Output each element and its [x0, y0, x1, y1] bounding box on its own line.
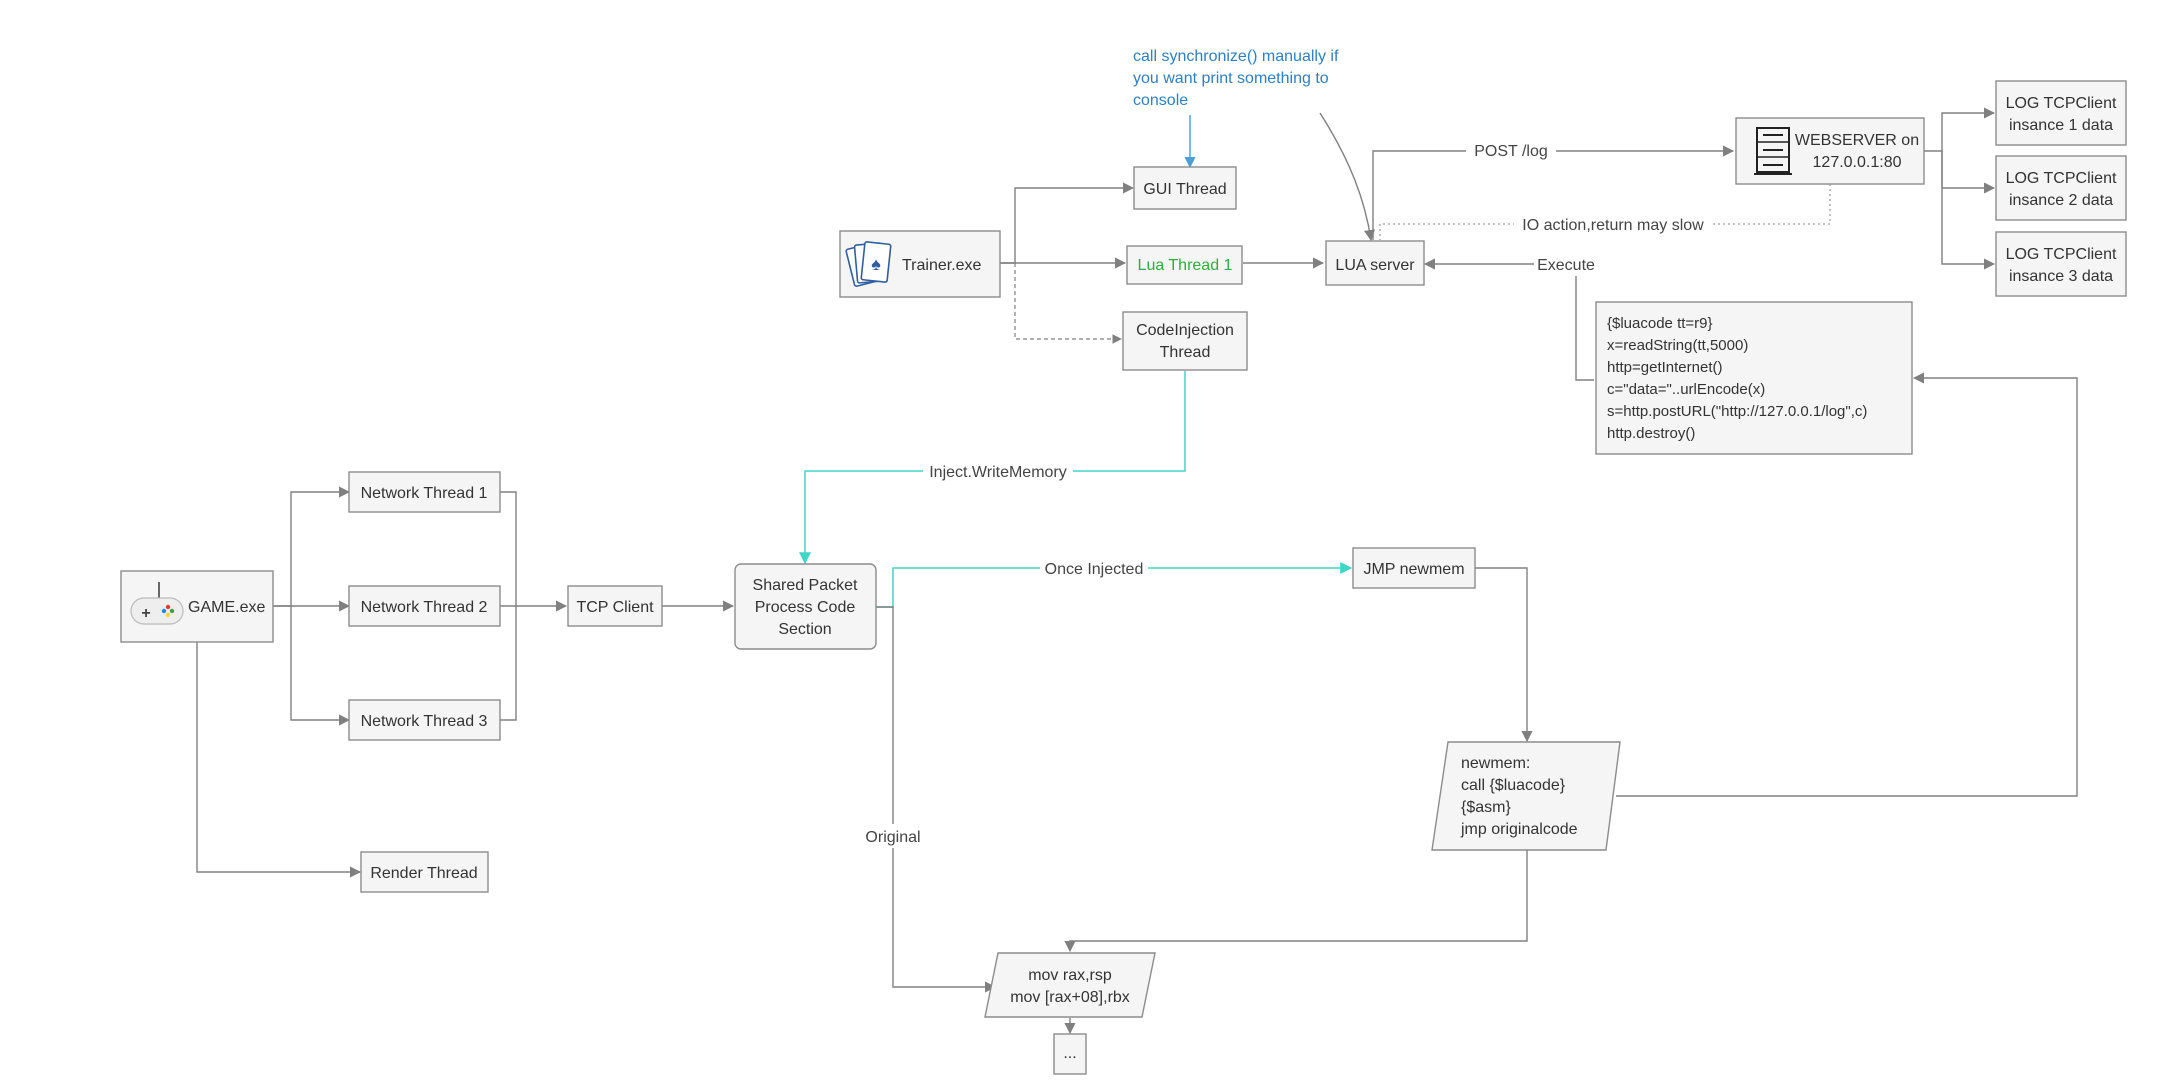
server-rack-icon — [1754, 127, 1792, 175]
label-original: Original — [865, 829, 920, 846]
trainer-label: Trainer.exe — [902, 257, 982, 274]
node-tcp-client[interactable]: TCP Client — [567, 585, 663, 627]
node-lua-code[interactable]: {$luacode tt=r9} x=readString(tt,5000) h… — [1595, 301, 1913, 455]
node-shared-packet[interactable]: Shared Packet Process Code Section — [734, 563, 877, 650]
note: call synchronize() manually if you want … — [1133, 48, 1339, 109]
log-1-label-1: LOG TCPClient — [2006, 95, 2117, 112]
gamepad-icon: + — [130, 582, 184, 625]
codeinjection-label-1: CodeInjection — [1136, 322, 1234, 339]
log-2-label-2: insance 2 data — [2009, 192, 2113, 209]
note-line-3: console — [1133, 92, 1188, 109]
edge-web-log2 — [1941, 151, 1996, 194]
node-log-2[interactable]: LOG TCPClient insance 2 data — [1995, 155, 2127, 221]
edge-game-net1 — [273, 486, 351, 607]
newmem-line-4: jmp originalcode — [1460, 821, 1578, 838]
node-gui-thread[interactable]: GUI Thread — [1133, 166, 1237, 210]
edge-labels: POST /log IO action,return may slow Exec… — [860, 138, 1712, 848]
label-once-injected: Once Injected — [1045, 561, 1144, 578]
node-jmp-newmem[interactable]: JMP newmem — [1352, 547, 1476, 589]
node-webserver[interactable]: WEBSERVER on 127.0.0.1:80 — [1735, 117, 1925, 185]
newmem-line-2: call {$luacode} — [1461, 777, 1566, 794]
edge-trainer-codeinjection — [1014, 263, 1122, 344]
mov-line-1: mov rax,rsp — [1028, 967, 1112, 984]
mov-line-2: mov [rax+08],rbx — [1010, 989, 1130, 1006]
lua-code-line-6: http.destroy() — [1607, 425, 1695, 442]
edge-game-net3 — [290, 606, 351, 726]
edge-post-log — [1372, 145, 1735, 240]
node-network-thread-3[interactable]: Network Thread 3 — [348, 699, 501, 741]
node-render-thread[interactable]: Render Thread — [360, 851, 489, 893]
game-label: GAME.exe — [188, 599, 265, 616]
node-lua-server[interactable]: LUA server — [1325, 240, 1425, 286]
network-thread-1-label: Network Thread 1 — [361, 485, 488, 502]
lua-code-line-1: {$luacode tt=r9} — [1607, 315, 1713, 332]
edge-jmp-newmem — [1475, 567, 1533, 743]
node-game[interactable]: + GAME.exe — [120, 570, 274, 643]
node-trainer[interactable]: ♠ Trainer.exe — [839, 230, 1001, 298]
shared-packet-label-3: Section — [778, 621, 831, 638]
log-3-label-1: LOG TCPClient — [2006, 246, 2117, 263]
edge-newmem-luacode — [1616, 372, 2078, 797]
lua-code-line-5: s=http.postURL("http://127.0.0.1/log",c) — [1607, 403, 1867, 420]
node-lua-thread[interactable]: Lua Thread 1 — [1126, 245, 1243, 285]
svg-text:♠: ♠ — [871, 254, 881, 274]
node-network-thread-1[interactable]: Network Thread 1 — [348, 471, 501, 513]
lua-code-line-3: http=getInternet() — [1607, 359, 1723, 376]
codeinjection-label-2: Thread — [1160, 344, 1211, 361]
network-thread-2-label: Network Thread 2 — [361, 599, 488, 616]
note-line-2: you want print something to — [1133, 70, 1329, 87]
newmem-line-1: newmem: — [1461, 755, 1530, 772]
label-post-log: POST /log — [1474, 143, 1548, 160]
edge-newmem-mov — [1064, 850, 1528, 953]
lua-code-line-4: c="data="..urlEncode(x) — [1607, 381, 1765, 398]
shared-packet-label-1: Shared Packet — [753, 577, 859, 594]
log-3-label-2: insance 3 data — [2009, 268, 2113, 285]
node-network-thread-2[interactable]: Network Thread 2 — [348, 585, 501, 627]
log-1-label-2: insance 1 data — [2009, 117, 2113, 134]
node-log-3[interactable]: LOG TCPClient insance 3 data — [1995, 231, 2127, 297]
edge-original — [876, 606, 997, 993]
edge-trainer-gui — [1000, 182, 1135, 264]
label-execute: Execute — [1537, 257, 1595, 274]
svg-text:+: + — [141, 605, 150, 622]
webserver-label-1: WEBSERVER on — [1795, 132, 1919, 149]
node-codeinjection-thread[interactable]: CodeInjection Thread — [1122, 311, 1248, 371]
jmp-newmem-label: JMP newmem — [1363, 561, 1464, 578]
lua-thread-label: Lua Thread 1 — [1138, 257, 1233, 274]
node-log-1[interactable]: LOG TCPClient insance 1 data — [1995, 80, 2127, 146]
edge-web-log1 — [1924, 107, 1996, 152]
tcp-client-label: TCP Client — [576, 599, 654, 616]
webserver-label-2: 127.0.0.1:80 — [1813, 154, 1902, 171]
gui-thread-label: GUI Thread — [1143, 181, 1226, 198]
edge-execute — [1423, 258, 1594, 381]
edge-net1-tcp — [500, 491, 517, 606]
ellipsis-label: ... — [1063, 1045, 1076, 1062]
label-io-action: IO action,return may slow — [1522, 217, 1704, 234]
lua-code-line-2: x=readString(tt,5000) — [1607, 337, 1748, 354]
network-thread-3-label: Network Thread 3 — [361, 713, 488, 730]
shared-packet-label-2: Process Code — [755, 599, 856, 616]
edge-note-luaserver — [1319, 112, 1376, 242]
log-2-label-1: LOG TCPClient — [2006, 170, 2117, 187]
lua-server-label: LUA server — [1335, 257, 1415, 274]
label-inject: Inject.WriteMemory — [929, 464, 1067, 481]
edge-game-render — [196, 642, 362, 878]
edge-web-log3 — [1941, 151, 1996, 270]
node-mov[interactable]: mov rax,rsp mov [rax+08],rbx — [984, 952, 1156, 1018]
playing-cards-icon: ♠ — [845, 241, 892, 287]
render-thread-label: Render Thread — [370, 865, 477, 882]
node-ellipsis[interactable]: ... — [1053, 1033, 1087, 1075]
note-line-1: call synchronize() manually if — [1133, 48, 1339, 65]
newmem-line-3: {$asm} — [1461, 799, 1511, 816]
node-newmem[interactable]: newmem: call {$luacode} {$asm} jmp origi… — [1431, 741, 1621, 851]
edge-net3-tcp — [500, 606, 517, 721]
